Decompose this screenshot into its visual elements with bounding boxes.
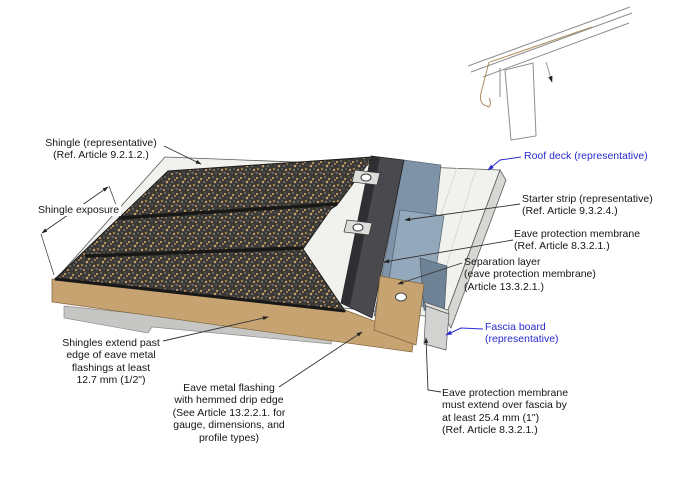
leader-lines [40, 145, 521, 393]
leader-shingle [163, 145, 202, 165]
shingle-butt-edge-1 [118, 202, 338, 220]
label-eave-membrane: Eave protection membrane (Ref. Article 8… [514, 228, 641, 253]
leader-separation-layer [397, 262, 463, 285]
leader-starter-strip [404, 203, 521, 222]
label-shingles-extend: Shingles extend past edge of eave metal … [62, 337, 160, 387]
fascia-board [423, 305, 450, 351]
label-roof-deck: Roof deck (representative) [524, 150, 648, 162]
label-starter-strip: Starter strip (representative) (Ref. Art… [522, 193, 653, 218]
leader-shingles-extend [162, 316, 269, 342]
label-shingle-exposure: Shingle exposure [36, 204, 122, 217]
leader-eave-membrane [383, 239, 514, 264]
eave-metal-flashing-end [373, 275, 425, 346]
eave-cross-section-inset [467, 6, 633, 141]
leader-roof-deck [487, 156, 522, 171]
fastener-group [343, 169, 407, 302]
leader-fascia-board [445, 327, 484, 336]
label-shingle: Shingle (representative) (Ref. Article 9… [45, 137, 157, 162]
shingle-eave-edge [54, 277, 346, 313]
roof-deck-edge [444, 169, 507, 329]
inset-fascia-board [504, 62, 537, 141]
dimension-extension [40, 233, 55, 276]
nail-head [360, 173, 372, 182]
label-membrane-over-fascia: Eave protection membrane must extend ove… [442, 387, 569, 437]
nail-head [395, 292, 407, 302]
leader-membrane-over-fascia [424, 337, 442, 393]
blue-leader-lines [445, 156, 522, 336]
shingle-butt-edge-2 [84, 246, 304, 258]
nail-head [352, 223, 364, 232]
leader-eave-flashing [278, 331, 363, 388]
inset-drip-edge [479, 61, 491, 108]
label-eave-flashing: Eave metal flashing with hemmed drip edg… [172, 382, 286, 444]
inset-nail [545, 61, 553, 83]
label-fascia-board: Fascia board (representative) [485, 321, 559, 346]
label-separation-layer: Separation layer (eave protection membra… [464, 256, 596, 293]
